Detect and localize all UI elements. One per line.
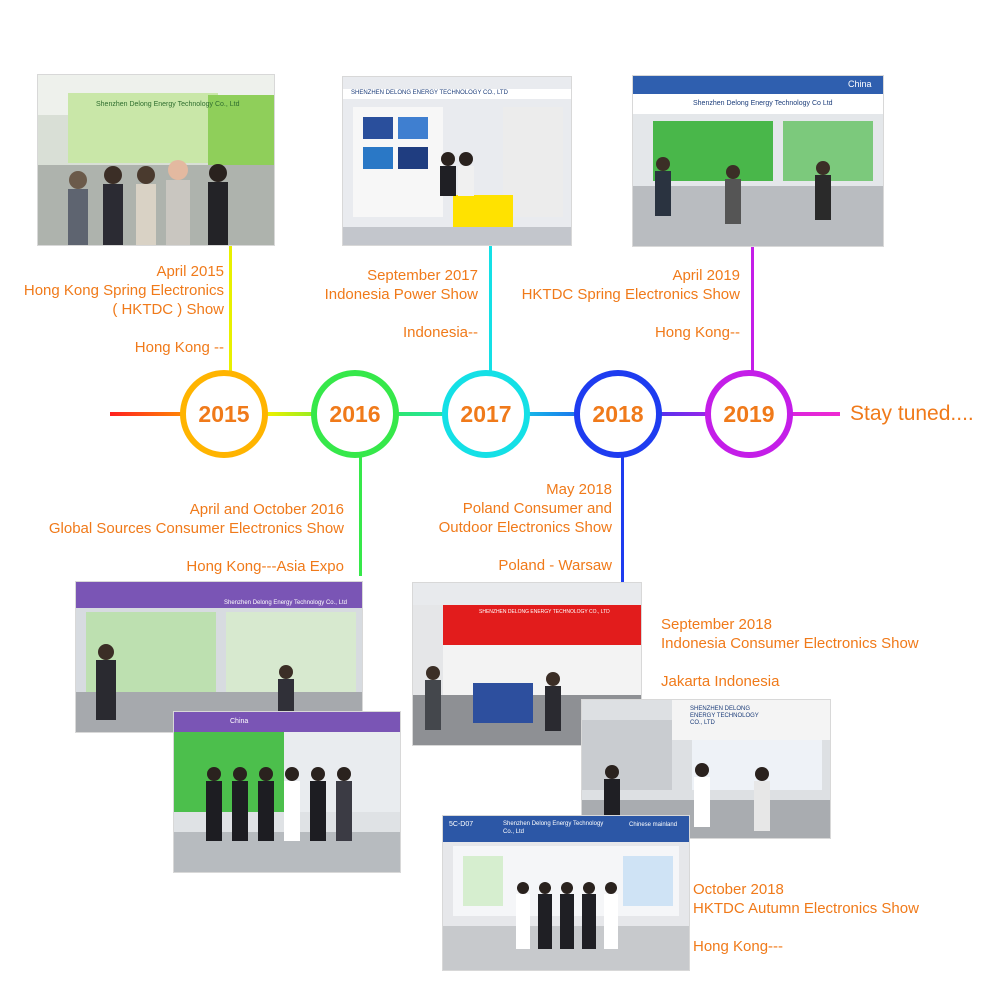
booth-sign: Shenzhen Delong Energy Technology Co., L… — [96, 101, 240, 108]
event-2017: September 2017 Indonesia Power Show Indo… — [270, 266, 478, 342]
booth-sign: SHENZHEN DELONG ENERGY TECHNOLOGY CO., L… — [690, 706, 759, 726]
connector-2017 — [489, 246, 492, 372]
event-place: Jakarta Indonesia — [661, 673, 780, 690]
event-date: October 2018 — [693, 881, 784, 898]
booth-sign: China — [848, 79, 872, 89]
event-date: April 2015 — [156, 263, 224, 280]
event-title: Indonesia Consumer Electronics Show — [661, 635, 919, 652]
booth-sign: 5C-D07 — [449, 821, 474, 828]
event-title: Poland Consumer and — [462, 500, 612, 517]
booth-sign: Chinese mainland — [629, 822, 678, 828]
connector-2016 — [359, 456, 362, 576]
year-circle-2019: 2019 — [705, 370, 793, 458]
event-place: Hong Kong---Asia Expo — [186, 558, 344, 575]
year-circle-2017: 2017 — [442, 370, 530, 458]
booth-sign: SHENZHEN DELONG ENERGY TECHNOLOGY CO., L… — [479, 609, 610, 615]
stay-tuned-text: Stay tuned.... — [850, 402, 974, 425]
year-label: 2017 — [460, 400, 512, 427]
event-title: HKTDC Spring Electronics Show — [521, 286, 740, 303]
event-place: Hong Kong-- — [654, 324, 740, 341]
photo-2018-booth-b: SHENZHEN DELONG ENERGY TECHNOLOGY CO., L… — [582, 700, 830, 838]
event-title: Indonesia Power Show — [324, 286, 478, 303]
photo-2019-booth: Shenzhen Delong Energy Technology Co Ltd… — [633, 76, 883, 246]
event-title: ( HKTDC ) Show — [112, 301, 224, 318]
photo-2017-booth: SHENZHEN DELONG ENERGY TECHNOLOGY CO., L… — [343, 77, 571, 245]
booth-sign: Shenzhen Delong Energy Technology Co., L… — [503, 821, 604, 835]
event-date: September 2017 — [367, 267, 478, 284]
booth-sign: Shenzhen Delong Energy Technology Co Ltd — [693, 100, 833, 107]
photo-2015-booth: Shenzhen Delong Energy Technology Co., L… — [38, 75, 274, 245]
connector-2018 — [621, 456, 624, 582]
event-title: HKTDC Autumn Electronics Show — [693, 900, 919, 917]
year-label: 2016 — [329, 400, 381, 427]
event-place: Poland - Warsaw — [498, 557, 612, 574]
event-2018-may: May 2018 Poland Consumer and Outdoor Ele… — [380, 480, 612, 575]
booth-sign: Shenzhen Delong Energy Technology Co., L… — [224, 600, 347, 606]
event-date: April and October 2016 — [189, 501, 344, 518]
year-label: 2015 — [198, 400, 250, 427]
event-title: Outdoor Electronics Show — [438, 519, 612, 536]
connector-2019 — [751, 246, 754, 372]
event-2019: April 2019 HKTDC Spring Electronics Show… — [480, 266, 740, 342]
event-place: Indonesia-- — [402, 324, 478, 341]
event-2015: April 2015 Hong Kong Spring Electronics … — [20, 262, 224, 357]
event-2016: April and October 2016 Global Sources Co… — [20, 500, 344, 576]
photo-2018-booth-c: 5C-D07 Shenzhen Delong Energy Technology… — [443, 816, 689, 970]
year-label: 2018 — [592, 400, 644, 427]
photo-2016-booth-a: Shenzhen Delong Energy Technology Co., L… — [76, 582, 362, 732]
year-label: 2019 — [723, 400, 775, 427]
event-place: Hong Kong -- — [134, 339, 224, 356]
event-2018-oct: October 2018 HKTDC Autumn Electronics Sh… — [693, 880, 983, 956]
connector-2015 — [229, 246, 232, 372]
year-circle-2018: 2018 — [574, 370, 662, 458]
event-title: Global Sources Consumer Electronics Show — [48, 520, 344, 537]
event-place: Hong Kong--- — [693, 938, 784, 955]
year-circle-2016: 2016 — [311, 370, 399, 458]
booth-sign: China — [230, 718, 249, 725]
event-2018-sep: September 2018 Indonesia Consumer Electr… — [661, 615, 981, 691]
event-date: April 2019 — [672, 267, 740, 284]
event-date: May 2018 — [546, 481, 612, 498]
event-date: September 2018 — [661, 616, 772, 633]
photo-2016-booth-b: China — [174, 712, 400, 872]
booth-sign: SHENZHEN DELONG ENERGY TECHNOLOGY CO., L… — [351, 90, 508, 96]
year-circle-2015: 2015 — [180, 370, 268, 458]
event-title: Hong Kong Spring Electronics — [23, 282, 224, 299]
